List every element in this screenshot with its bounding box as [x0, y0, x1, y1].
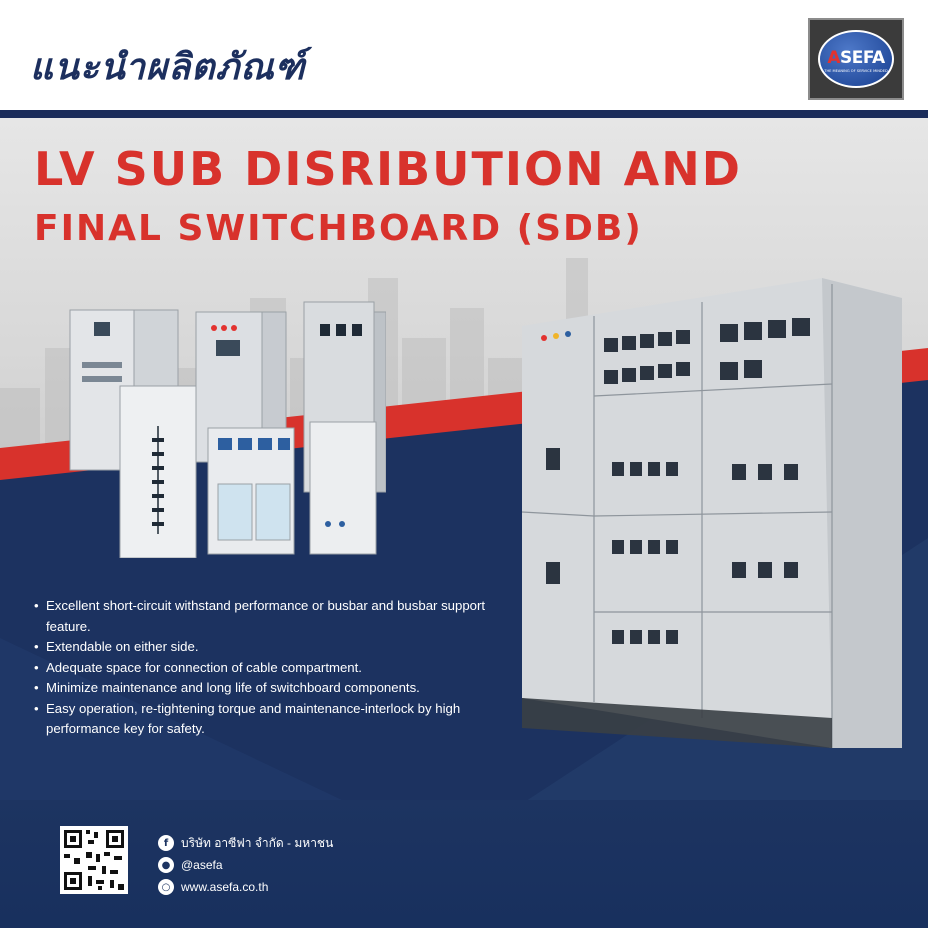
large-switchboard-image: [522, 278, 902, 748]
facebook-icon: f: [158, 835, 174, 851]
footer: f บริษัท อาซีฟา จำกัด - มหาชน ● @asefa ○…: [0, 800, 928, 928]
page-title: แนะนำผลิตภัณฑ์: [30, 47, 306, 88]
contact-row-website[interactable]: ○ www.asefa.co.th: [158, 876, 333, 898]
product-title-line1: LV SUB DISRIBUTION AND: [34, 142, 742, 196]
logo-tagline: THE MEANING OF SERVICE MINDED: [824, 69, 888, 73]
feature-item: Minimize maintenance and long life of sw…: [32, 678, 502, 699]
contact-info: f บริษัท อาซีฟา จำกัด - มหาชน ● @asefa ○…: [158, 832, 333, 898]
logo-wordmark: ASEFA: [827, 48, 885, 68]
header-divider: [0, 110, 928, 118]
line-chat-icon: ●: [158, 857, 174, 873]
qr-code[interactable]: [60, 826, 128, 894]
website-link[interactable]: www.asefa.co.th: [181, 880, 269, 894]
asefa-logo: ASEFA THE MEANING OF SERVICE MINDED: [808, 18, 904, 100]
feature-item: Excellent short-circuit withstand perfor…: [32, 596, 502, 637]
product-title-line2: FINAL SWITCHBOARD (SDB): [34, 208, 643, 249]
globe-icon: ○: [158, 879, 174, 895]
contact-row-company[interactable]: f บริษัท อาซีฟา จำกัด - มหาชน: [158, 832, 333, 854]
feature-item: Extendable on either side.: [32, 637, 502, 658]
logo-emblem: ASEFA THE MEANING OF SERVICE MINDED: [818, 30, 894, 88]
hero-section: LV SUB DISRIBUTION AND FINAL SWITCHBOARD…: [0, 118, 928, 818]
feature-item: Easy operation, re-tightening torque and…: [32, 699, 502, 740]
line-id: @asefa: [181, 858, 223, 872]
header: แนะนำผลิตภัณฑ์ ASEFA THE MEANING OF SERV…: [0, 0, 928, 112]
feature-item: Adequate space for connection of cable c…: [32, 658, 502, 679]
feature-list: Excellent short-circuit withstand perfor…: [32, 596, 502, 740]
small-switchboards-image: [69, 301, 386, 558]
company-name: บริษัท อาซีฟา จำกัด - มหาชน: [181, 835, 334, 850]
contact-row-line[interactable]: ● @asefa: [158, 854, 333, 876]
